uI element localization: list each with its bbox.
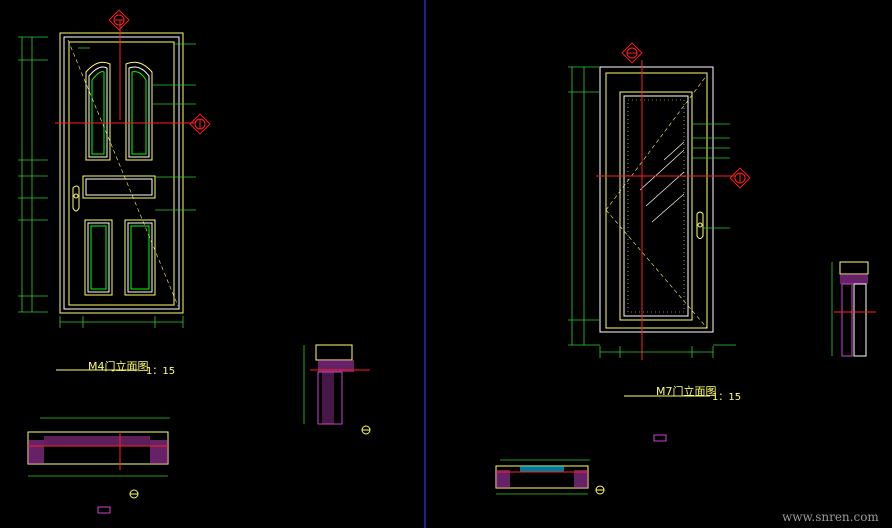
m4-door-elevation (59, 32, 184, 314)
m4-plan-section (27, 417, 170, 514)
m7-axis-lines (596, 42, 751, 360)
m4-door-title: M4门立面图 (88, 360, 149, 373)
watermark: www.snren.com (782, 510, 879, 524)
m7-door-title: M7门立面图 (656, 385, 717, 398)
m4-axis-lines (55, 9, 211, 135)
m7-door-scale: 1：15 (712, 392, 742, 403)
m7-door-elevation (599, 66, 714, 333)
m4-section-detail (303, 344, 371, 435)
m7-plan-section (495, 434, 667, 495)
m4-dimension-lines (18, 36, 196, 328)
m4-door-scale: 1：15 (146, 366, 176, 377)
m7-section-detail (831, 261, 876, 357)
m7-dimension-lines (568, 66, 736, 358)
